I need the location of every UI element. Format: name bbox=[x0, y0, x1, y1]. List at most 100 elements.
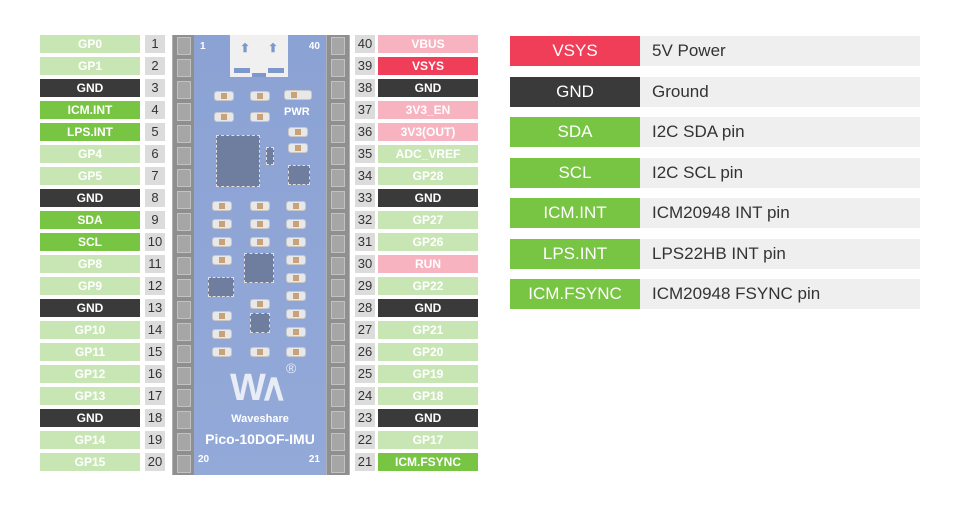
legend-key: LPS.INT bbox=[510, 238, 640, 269]
pin-number: 8 bbox=[145, 189, 165, 207]
smd-component bbox=[212, 255, 232, 265]
pin-label: GND bbox=[378, 409, 478, 427]
legend-description: 5V Power bbox=[640, 36, 920, 66]
pin-label: GP17 bbox=[378, 431, 478, 449]
right-pin-header bbox=[326, 35, 350, 475]
pin-label: GP26 bbox=[378, 233, 478, 251]
pin-number: 4 bbox=[145, 101, 165, 119]
pin-number: 5 bbox=[145, 123, 165, 141]
pin-label: GP22 bbox=[378, 277, 478, 295]
legend-key: VSYS bbox=[510, 36, 640, 66]
pin-label: GND bbox=[378, 189, 478, 207]
header-pin bbox=[177, 191, 191, 209]
smd-component bbox=[250, 201, 270, 211]
header-pin bbox=[177, 257, 191, 275]
pin-number: 23 bbox=[355, 409, 375, 427]
pin-number: 39 bbox=[355, 57, 375, 75]
pin-row: GND 13 bbox=[40, 299, 165, 317]
header-pin bbox=[177, 235, 191, 253]
regulator-chip bbox=[288, 165, 310, 185]
header-pin bbox=[177, 411, 191, 429]
legend-key: GND bbox=[510, 76, 640, 107]
pin-label: GP20 bbox=[378, 343, 478, 361]
header-pin bbox=[177, 455, 191, 473]
pin-label: GND bbox=[40, 299, 140, 317]
pin-number: 12 bbox=[145, 277, 165, 295]
header-pin bbox=[177, 37, 191, 55]
board-name: Pico-10DOF-IMU bbox=[205, 431, 315, 447]
pin-label: SCL bbox=[40, 233, 140, 251]
pin-number: 3 bbox=[145, 79, 165, 97]
header-pin bbox=[331, 37, 345, 55]
pin-number: 2 bbox=[145, 57, 165, 75]
brand-name: Waveshare bbox=[231, 413, 289, 425]
pin-number: 16 bbox=[145, 365, 165, 383]
power-led bbox=[284, 90, 312, 100]
smd-component bbox=[250, 237, 270, 247]
pin-row: GP12 16 bbox=[40, 365, 165, 383]
smd-component bbox=[250, 299, 270, 309]
pin-number: 28 bbox=[355, 299, 375, 317]
pin-number: 17 bbox=[145, 387, 165, 405]
header-pin bbox=[177, 213, 191, 231]
header-pin bbox=[177, 301, 191, 319]
header-pin bbox=[177, 389, 191, 407]
header-pin bbox=[177, 81, 191, 99]
pin-label: GND bbox=[40, 409, 140, 427]
header-pin bbox=[177, 433, 191, 451]
pin-number: 1 bbox=[145, 35, 165, 53]
pin-number: 35 bbox=[355, 145, 375, 163]
pin-label: 3V3_EN bbox=[378, 101, 478, 119]
smd-component bbox=[250, 112, 270, 122]
pin-label: GP10 bbox=[40, 321, 140, 339]
pin-label: ICM.FSYNC bbox=[378, 453, 478, 471]
header-pin bbox=[177, 59, 191, 77]
header-pin bbox=[177, 345, 191, 363]
pin-label: ADC_VREF bbox=[378, 145, 478, 163]
usb-pad bbox=[252, 73, 266, 77]
usb-arrow-icon: ⬆ bbox=[268, 41, 279, 55]
usb-pad bbox=[268, 68, 284, 73]
header-pin bbox=[331, 213, 345, 231]
header-pin bbox=[177, 169, 191, 187]
smd-component bbox=[250, 347, 270, 357]
pin-number: 30 bbox=[355, 255, 375, 273]
header-pin bbox=[177, 367, 191, 385]
pin-number: 38 bbox=[355, 79, 375, 97]
header-pin bbox=[331, 59, 345, 77]
pin-number: 27 bbox=[355, 321, 375, 339]
pin-number: 7 bbox=[145, 167, 165, 185]
pin-number: 32 bbox=[355, 211, 375, 229]
pin-number: 13 bbox=[145, 299, 165, 317]
pin-label: GND bbox=[40, 79, 140, 97]
pin-label: GP14 bbox=[40, 431, 140, 449]
smd-component bbox=[286, 237, 306, 247]
pin-number: 26 bbox=[355, 343, 375, 361]
pin-number: 19 bbox=[145, 431, 165, 449]
pin-number: 31 bbox=[355, 233, 375, 251]
smd-component bbox=[286, 327, 306, 337]
pin-label: GP12 bbox=[40, 365, 140, 383]
pin-number: 18 bbox=[145, 409, 165, 427]
smd-component bbox=[250, 219, 270, 229]
legend-key: SCL bbox=[510, 157, 640, 188]
header-pin bbox=[331, 147, 345, 165]
legend-key: ICM.INT bbox=[510, 198, 640, 228]
legend-description: Ground bbox=[640, 76, 920, 107]
